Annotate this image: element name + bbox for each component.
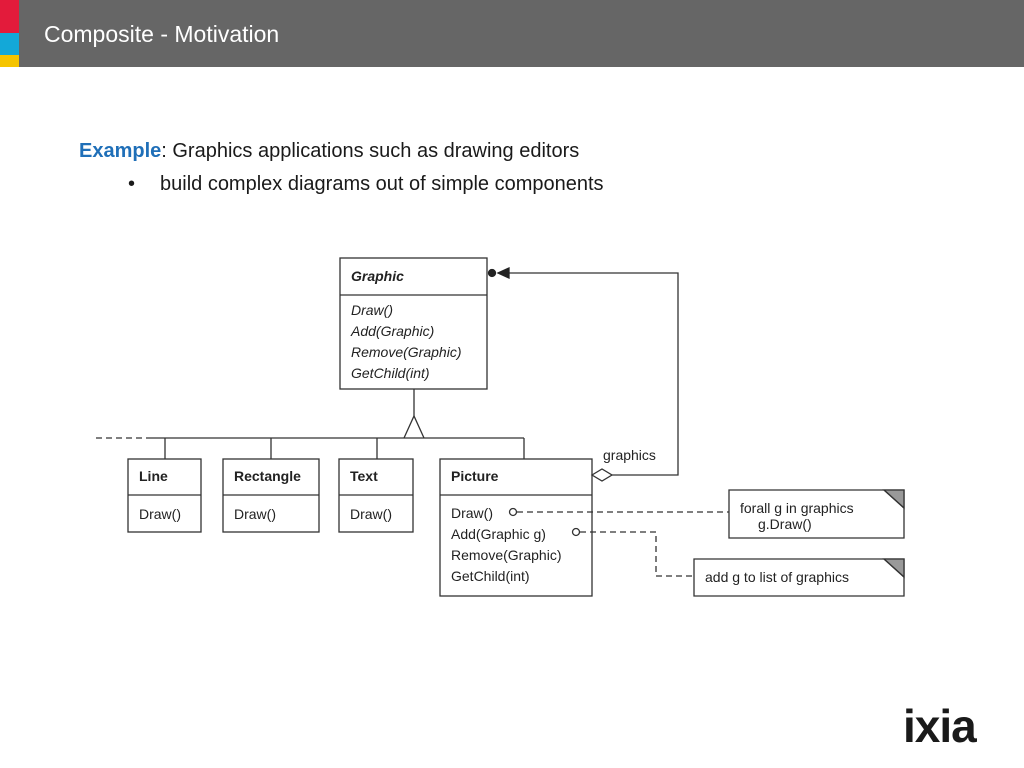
accent-red-block [0, 0, 19, 33]
picture-class-name: Picture [451, 468, 499, 484]
picture-op-add: Add(Graphic g) [451, 526, 546, 542]
rectangle-class-name: Rectangle [234, 468, 301, 484]
example-text: : Graphics applications such as drawing … [161, 140, 580, 162]
accent-yellow-block [0, 55, 19, 67]
graphic-op-remove: Remove(Graphic) [351, 344, 461, 360]
text-op-draw: Draw() [350, 506, 392, 522]
line-class [127, 458, 202, 533]
association-end-dot [487, 268, 497, 278]
accent-cyan-block [0, 33, 19, 55]
graphic-op-draw: Draw() [351, 302, 393, 318]
graphic-class-name: Graphic [351, 268, 404, 284]
ixia-logo: ixia [903, 700, 977, 752]
bullet-mark: • [128, 173, 136, 195]
note-draw [508, 489, 905, 539]
title-bar [0, 0, 1024, 67]
picture-class [439, 458, 593, 597]
graphic-op-getchild: GetChild(int) [351, 365, 430, 381]
aggregation-diamond [590, 468, 614, 482]
example-line: Example: Graphics applications such as d… [79, 138, 579, 164]
note-add-text: add g to list of graphics [705, 569, 849, 585]
bullet-text: build complex diagrams out of simple com… [160, 173, 604, 195]
inheritance-lines [96, 389, 525, 459]
aggregation-association [487, 266, 679, 482]
note-add [571, 527, 905, 597]
slide-title: Composite - Motivation [44, 21, 280, 47]
picture-op-draw: Draw() [451, 505, 493, 521]
picture-op-remove: Remove(Graphic) [451, 547, 561, 563]
inheritance-triangle [403, 414, 425, 439]
line-class-name: Line [139, 468, 168, 484]
example-keyword: Example [79, 140, 162, 162]
text-class [338, 458, 414, 533]
rectangle-op-draw: Draw() [234, 506, 276, 522]
bullet-item: • build complex diagrams out of simple co… [128, 171, 604, 197]
graphic-op-add: Add(Graphic) [350, 323, 434, 339]
association-arrowhead [496, 266, 510, 280]
line-op-draw: Draw() [139, 506, 181, 522]
rectangle-class [222, 458, 320, 533]
note-draw-line2: g.Draw() [758, 516, 812, 532]
text-class-name: Text [350, 468, 378, 484]
association-label: graphics [603, 447, 656, 463]
note-draw-line1: forall g in graphics [740, 500, 854, 516]
picture-op-getchild: GetChild(int) [451, 568, 530, 584]
